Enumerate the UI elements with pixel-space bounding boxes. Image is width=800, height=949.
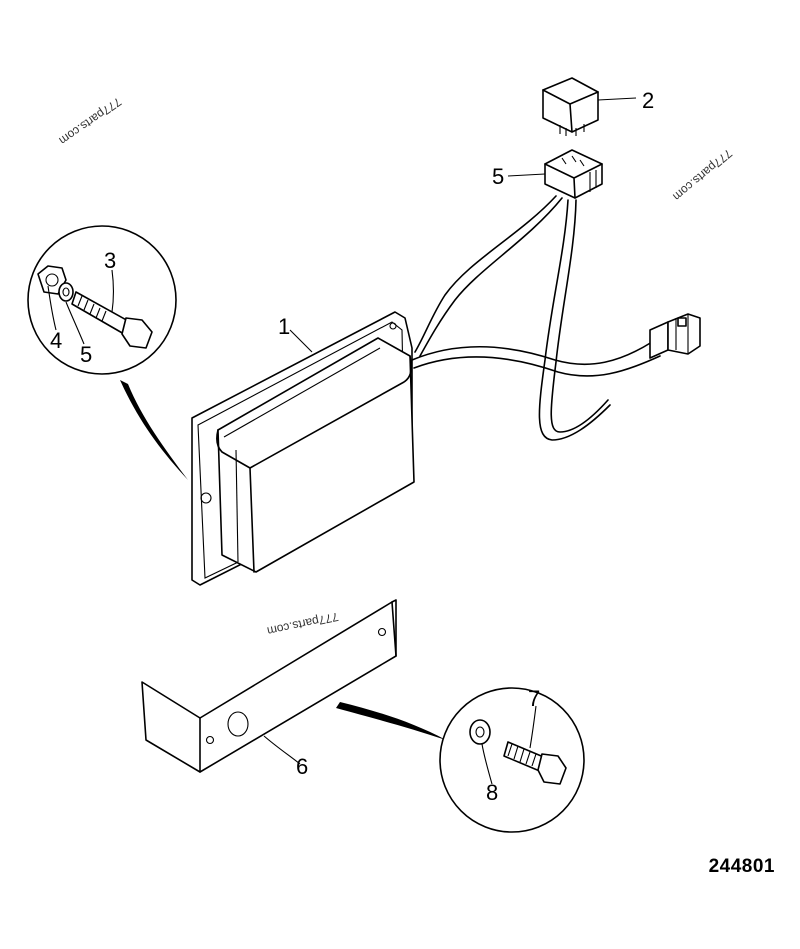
svg-text:777parts.com: 777parts.com xyxy=(56,95,124,148)
watermark-right: 777parts.com xyxy=(670,146,735,203)
svg-text:777parts.com: 777parts.com xyxy=(670,146,735,203)
callout-7: 7 xyxy=(528,686,540,711)
callout-1: 1 xyxy=(278,314,290,339)
callout-3: 3 xyxy=(104,248,116,273)
watermark-left: 777parts.com xyxy=(56,95,124,148)
watermark-center: 777parts.com xyxy=(266,610,340,639)
callout-4: 4 xyxy=(50,328,62,353)
reference-number: 244801 xyxy=(709,856,775,877)
callout-5-upper: 5 xyxy=(492,164,504,189)
callout-8: 8 xyxy=(486,780,498,805)
relay xyxy=(542,77,599,136)
control-module xyxy=(191,311,415,586)
svg-text:777parts.com: 777parts.com xyxy=(266,610,340,639)
detail-circle-lower xyxy=(336,687,585,833)
detail-circle-upper xyxy=(27,225,188,480)
callout-6: 6 xyxy=(296,754,308,779)
relay-base xyxy=(544,149,603,199)
wiring-harness xyxy=(411,195,661,441)
callout-2: 2 xyxy=(642,88,654,113)
callout-5-lower: 5 xyxy=(80,342,92,367)
leader-lines xyxy=(47,97,637,785)
mounting-bracket xyxy=(141,599,397,773)
harness-connector xyxy=(649,313,701,359)
